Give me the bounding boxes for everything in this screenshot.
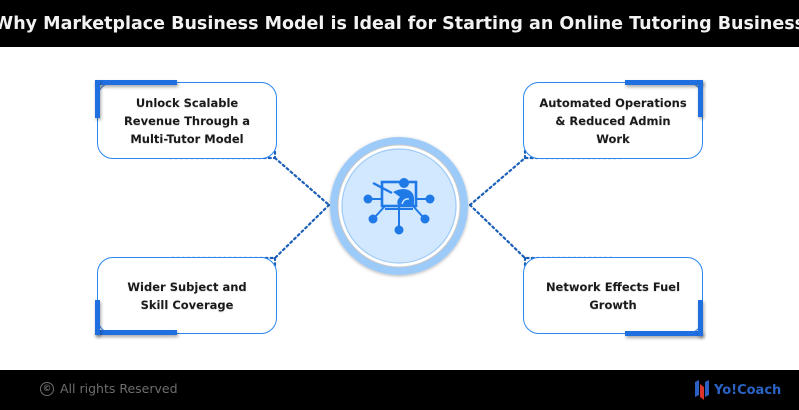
card-accent-bottom-right: [625, 331, 703, 336]
card-accent-bottom-left: [95, 330, 177, 335]
card-accent-top-right: [625, 80, 703, 85]
brand-name: Yo!Coach: [714, 382, 782, 398]
card-accent-top-left-vertical: [95, 80, 100, 118]
center-circle: [330, 137, 468, 275]
card-subject-coverage: Wider Subject and Skill Coverage: [97, 257, 277, 334]
card-scalable-revenue: Unlock Scalable Revenue Through a Multi-…: [97, 82, 277, 159]
yocoach-logo-icon: [695, 380, 709, 400]
copyright-icon: ©: [40, 381, 54, 396]
brand-logo: Yo!Coach: [694, 379, 781, 401]
card-label: Automated Operations & Reduced Admin Wor…: [539, 95, 687, 146]
copyright: © All rights Reserved: [40, 381, 178, 396]
card-accent-bottom-right-vertical: [698, 300, 703, 336]
card-network-effects: Network Effects Fuel Growth: [523, 257, 703, 334]
card-accent-bottom-left-vertical: [95, 300, 100, 335]
card-accent-top-right-vertical: [698, 80, 703, 117]
page-title: Why Marketplace Business Model is Ideal …: [0, 13, 799, 34]
card-accent-top-left: [95, 80, 177, 85]
card-automated-operations: Automated Operations & Reduced Admin Wor…: [523, 82, 703, 159]
copyright-text: All rights Reserved: [60, 381, 178, 396]
card-label: Unlock Scalable Revenue Through a Multi-…: [123, 95, 251, 146]
card-label: Network Effects Fuel Growth: [545, 279, 681, 312]
online-tutor-network-icon: [363, 178, 435, 235]
footer-bar: © All rights Reserved Yo!Coach: [0, 370, 799, 410]
card-label: Wider Subject and Skill Coverage: [127, 279, 247, 312]
header-bar: Why Marketplace Business Model is Ideal …: [0, 0, 799, 47]
